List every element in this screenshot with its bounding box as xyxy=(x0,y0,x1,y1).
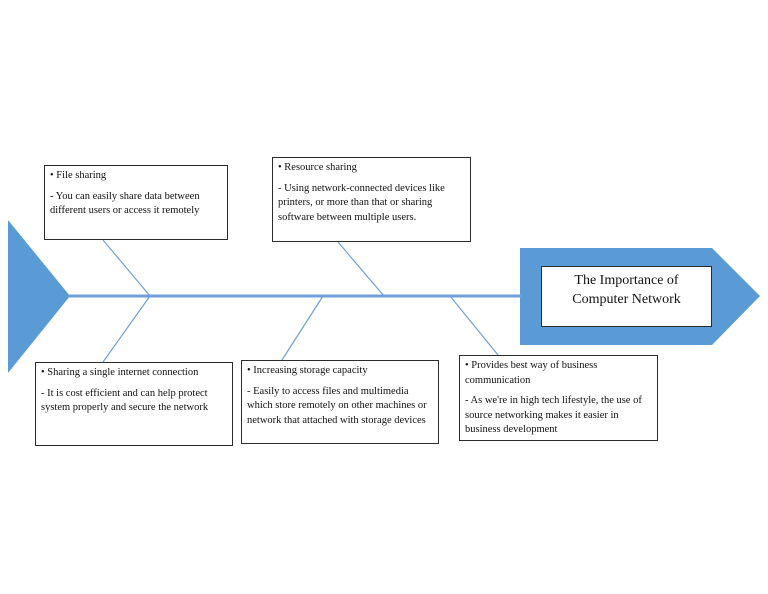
cause-box-resource-sharing: • Resource sharing - Using network-conne… xyxy=(272,157,471,242)
cause-title: • Resource sharing xyxy=(278,162,357,173)
head-title-line-2: Computer Network xyxy=(572,292,681,307)
cause-box-business-communication: • Provides best way of business communic… xyxy=(459,355,658,441)
cause-box-file-sharing: • File sharing - You can easily share da… xyxy=(44,165,228,240)
cause-description: - You can easily share data between diff… xyxy=(50,190,200,217)
head-title-box: The Importance of Computer Network xyxy=(541,266,712,327)
bone-internet-connection xyxy=(102,295,151,363)
tail-shape xyxy=(8,220,70,373)
cause-title: • File sharing xyxy=(50,170,107,181)
bone-storage-capacity xyxy=(281,295,324,361)
head-title-line-1: The Importance of xyxy=(574,273,679,288)
cause-title: • Increasing storage capacity xyxy=(247,365,368,376)
cause-box-storage-capacity: • Increasing storage capacity - Easily t… xyxy=(241,360,439,444)
cause-description: - Using network-connected devices like p… xyxy=(278,182,445,223)
cause-title: • Provides best way of business communic… xyxy=(465,360,598,386)
cause-description: - As we're in high tech lifestyle, the u… xyxy=(465,395,642,435)
cause-description: - Easily to access files and multimedia … xyxy=(247,385,427,426)
bone-file-sharing xyxy=(102,239,151,297)
bone-business-communication xyxy=(449,295,499,356)
cause-description: - It is cost efficient and can help prot… xyxy=(41,387,209,414)
cause-box-internet-connection: • Sharing a single internet connection -… xyxy=(35,362,233,446)
bone-resource-sharing xyxy=(337,241,385,297)
cause-title: • Sharing a single internet connection xyxy=(41,367,199,378)
